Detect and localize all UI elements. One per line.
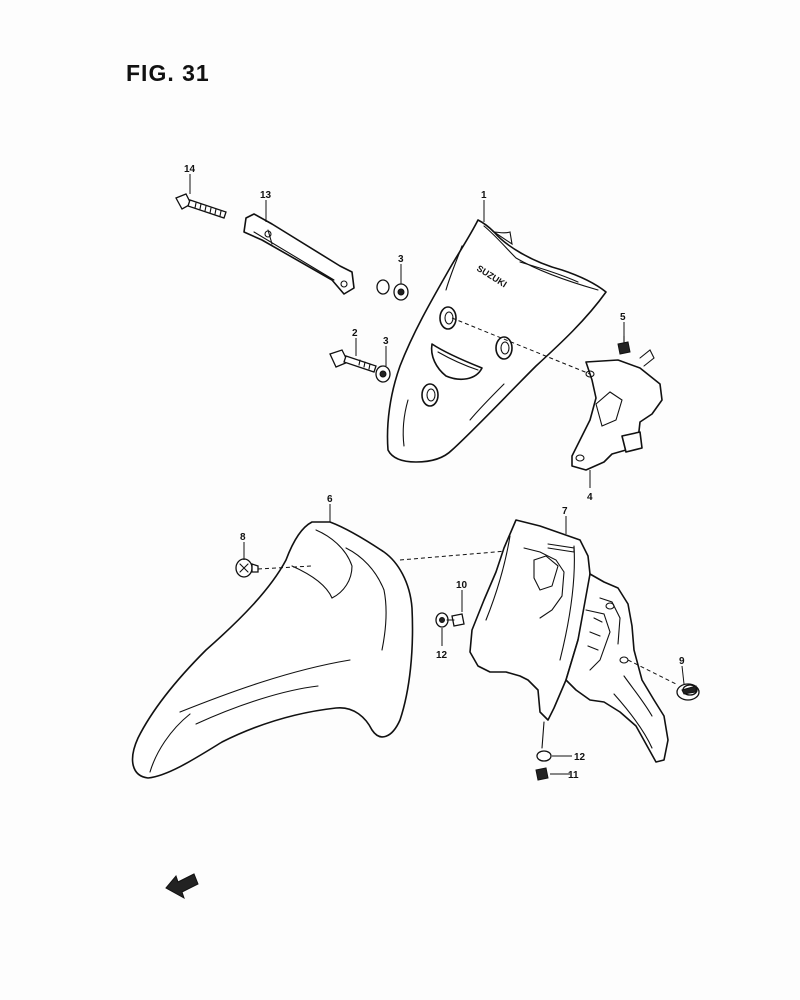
part-6-front-fender <box>131 521 414 779</box>
callout-13: 13 <box>260 190 272 201</box>
callout-3-upper: 3 <box>398 254 404 265</box>
callout-1: 1 <box>481 190 487 201</box>
callout-10: 10 <box>456 580 468 591</box>
callout-2: 2 <box>352 328 358 339</box>
part-7-inner-fender <box>469 519 591 721</box>
callout-numbers: 14 13 1 3 2 3 5 4 6 8 7 10 12 9 12 11 <box>184 164 685 781</box>
callout-9: 9 <box>679 656 685 667</box>
part-7-rear-extension <box>565 573 677 763</box>
callout-8: 8 <box>240 532 246 543</box>
part-3-washers <box>375 279 409 383</box>
part-8-clip <box>235 558 313 578</box>
part-14-bolt <box>175 193 227 219</box>
direction-arrow-icon <box>165 873 199 900</box>
part-11-12-fasteners <box>535 721 552 781</box>
callout-14: 14 <box>184 164 196 175</box>
callout-11: 11 <box>568 770 579 781</box>
figure-title: FIG. 31 <box>126 60 210 86</box>
part-9-grommet <box>676 683 700 701</box>
part-2-bolt <box>329 349 377 373</box>
callout-leaders <box>189 174 685 775</box>
alignment-line-upper <box>451 317 591 375</box>
part-10-12-fasteners <box>435 612 465 628</box>
callout-4: 4 <box>587 492 593 503</box>
callout-7: 7 <box>562 506 568 517</box>
callout-5: 5 <box>620 312 626 323</box>
callout-3-lower: 3 <box>383 336 389 347</box>
callout-6: 6 <box>327 494 333 505</box>
part-13-bracket <box>243 213 355 295</box>
callout-12-lower: 12 <box>574 752 586 763</box>
callout-12-middle: 12 <box>436 650 448 661</box>
part-1-front-cover: SUZUKI <box>386 219 607 463</box>
part-4-bracket <box>571 349 663 471</box>
